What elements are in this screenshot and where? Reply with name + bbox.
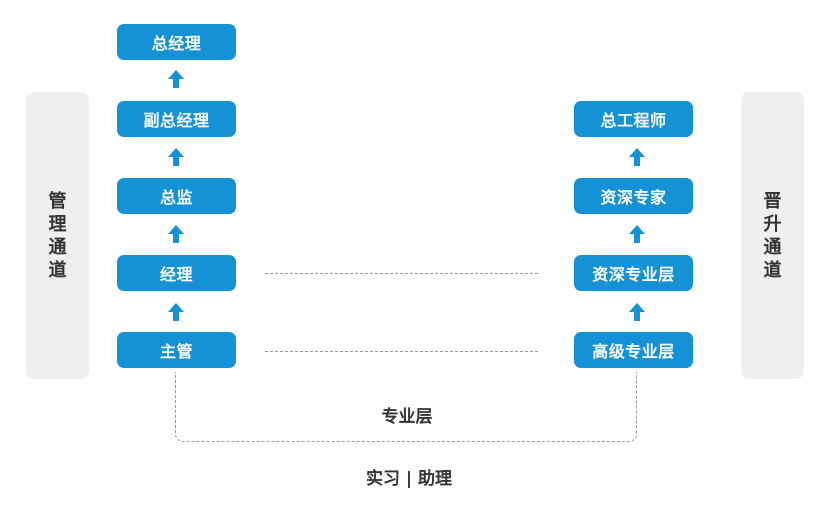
promotion-channel-char: 通 [763,236,782,258]
management-channel-panel: 管 理 通 道 [26,92,89,379]
arrow-up-icon [168,303,184,321]
promotion-channel-char: 道 [763,259,782,281]
level-box-director: 总监 [117,178,236,214]
level-box-chief-engineer: 总工程师 [574,101,693,137]
level-box-senior-professional: 资深专业层 [574,255,693,291]
arrow-up-icon [629,148,645,166]
arrow-up-icon [629,225,645,243]
level-box-general-manager: 总经理 [117,24,236,60]
arrow-up-icon [168,70,184,88]
level-box-senior-expert: 资深专家 [574,178,693,214]
intern-assistant-label: 实习 | 助理 [365,469,453,489]
professional-layer-label: 专业层 [381,407,433,427]
equivalence-connector [265,273,538,274]
management-channel-char: 通 [48,236,67,258]
equivalence-connector [265,351,538,352]
level-box-advanced-professional: 高级专业层 [574,332,693,368]
level-box-manager: 经理 [117,255,236,291]
management-channel-char: 管 [48,190,67,212]
promotion-channel-char: 晋 [763,190,782,212]
management-channel-label: 管 理 通 道 [49,190,67,282]
level-box-deputy-general-manager: 副总经理 [117,101,236,137]
arrow-up-icon [168,225,184,243]
arrow-up-icon [629,303,645,321]
arrow-up-icon [168,148,184,166]
promotion-channel-panel: 晋 升 通 道 [741,92,804,379]
management-channel-char: 理 [48,213,67,235]
promotion-channel-label: 晋 升 通 道 [764,190,782,282]
professional-layer-bracket [175,372,637,442]
level-box-supervisor: 主管 [117,332,236,368]
management-channel-char: 道 [48,259,67,281]
promotion-channel-char: 升 [763,213,782,235]
